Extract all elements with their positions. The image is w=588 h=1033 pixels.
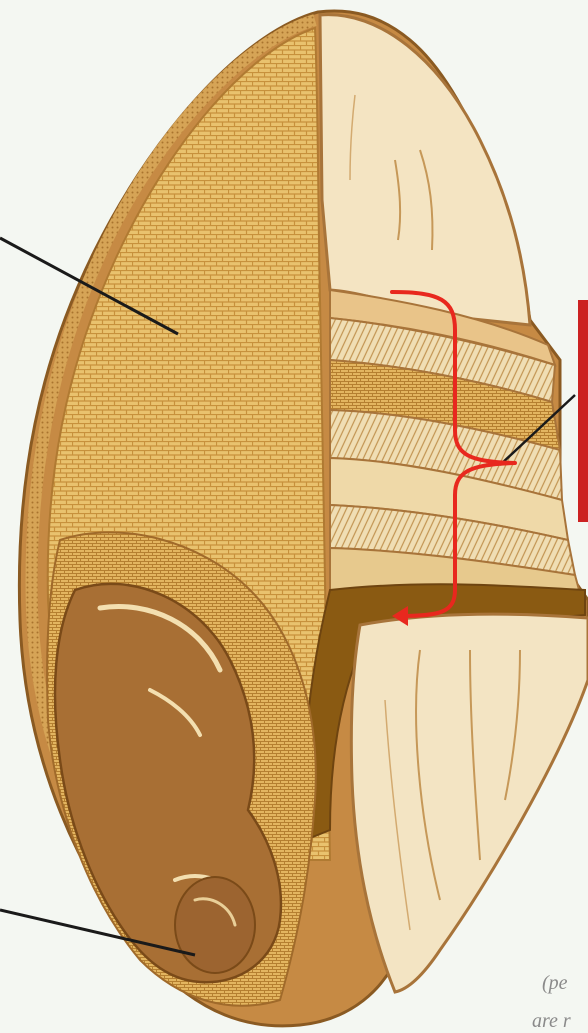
- bran-layers: [330, 290, 585, 615]
- caption-fragment-2: are r: [532, 1010, 571, 1032]
- label-marker-bar: [578, 300, 588, 522]
- radicle: [175, 877, 255, 973]
- caption-fragment-1: (pe: [542, 972, 568, 994]
